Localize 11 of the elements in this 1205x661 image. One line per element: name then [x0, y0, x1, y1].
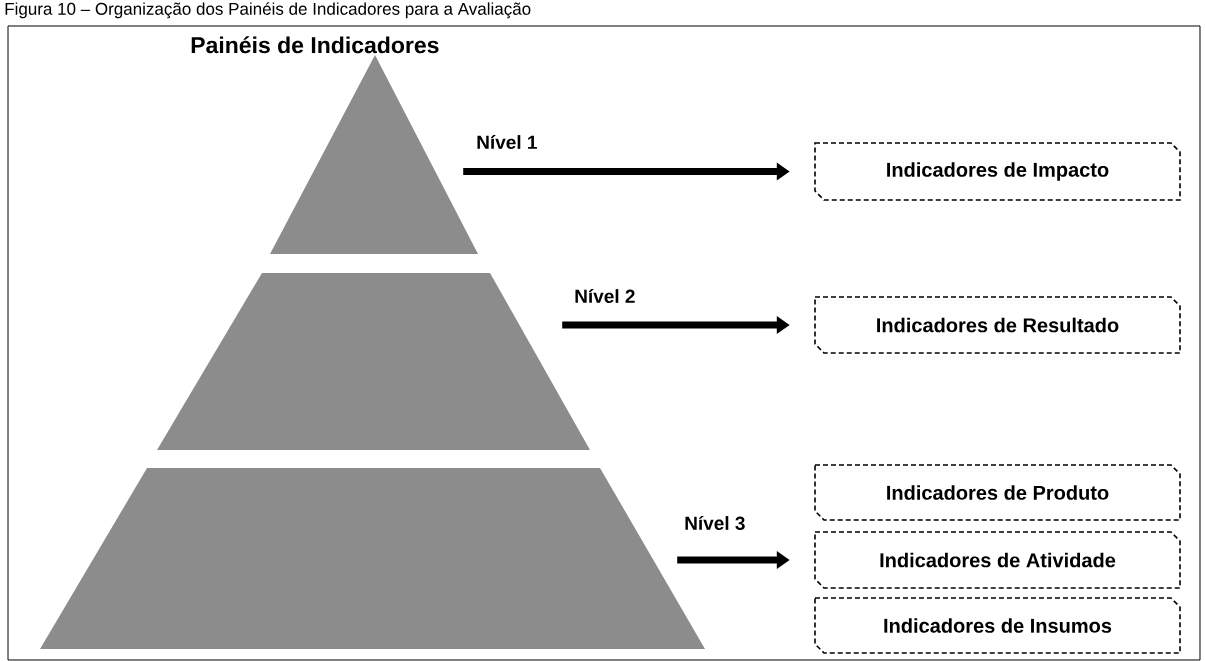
indicator-box: Indicadores de Resultado	[814, 296, 1181, 354]
edge-label: Nível 1	[477, 134, 537, 150]
edge-label: Nível 3	[685, 515, 745, 531]
indicator-box: Indicadores de Insumos	[814, 597, 1181, 654]
indicator-box: Indicadores de Produto	[814, 464, 1181, 521]
indicator-box: Indicadores de Atividade	[814, 531, 1181, 589]
caption: Figura 10 – Organização dos Painéis de Indicadores para a Avaliação	[5, 2, 531, 19]
edge-label: Nível 2	[575, 288, 635, 304]
title: Painéis de Indicadores	[191, 36, 439, 54]
pyramid-tier	[270, 55, 478, 254]
indicator-box: Indicadores de Impacto	[814, 142, 1181, 201]
